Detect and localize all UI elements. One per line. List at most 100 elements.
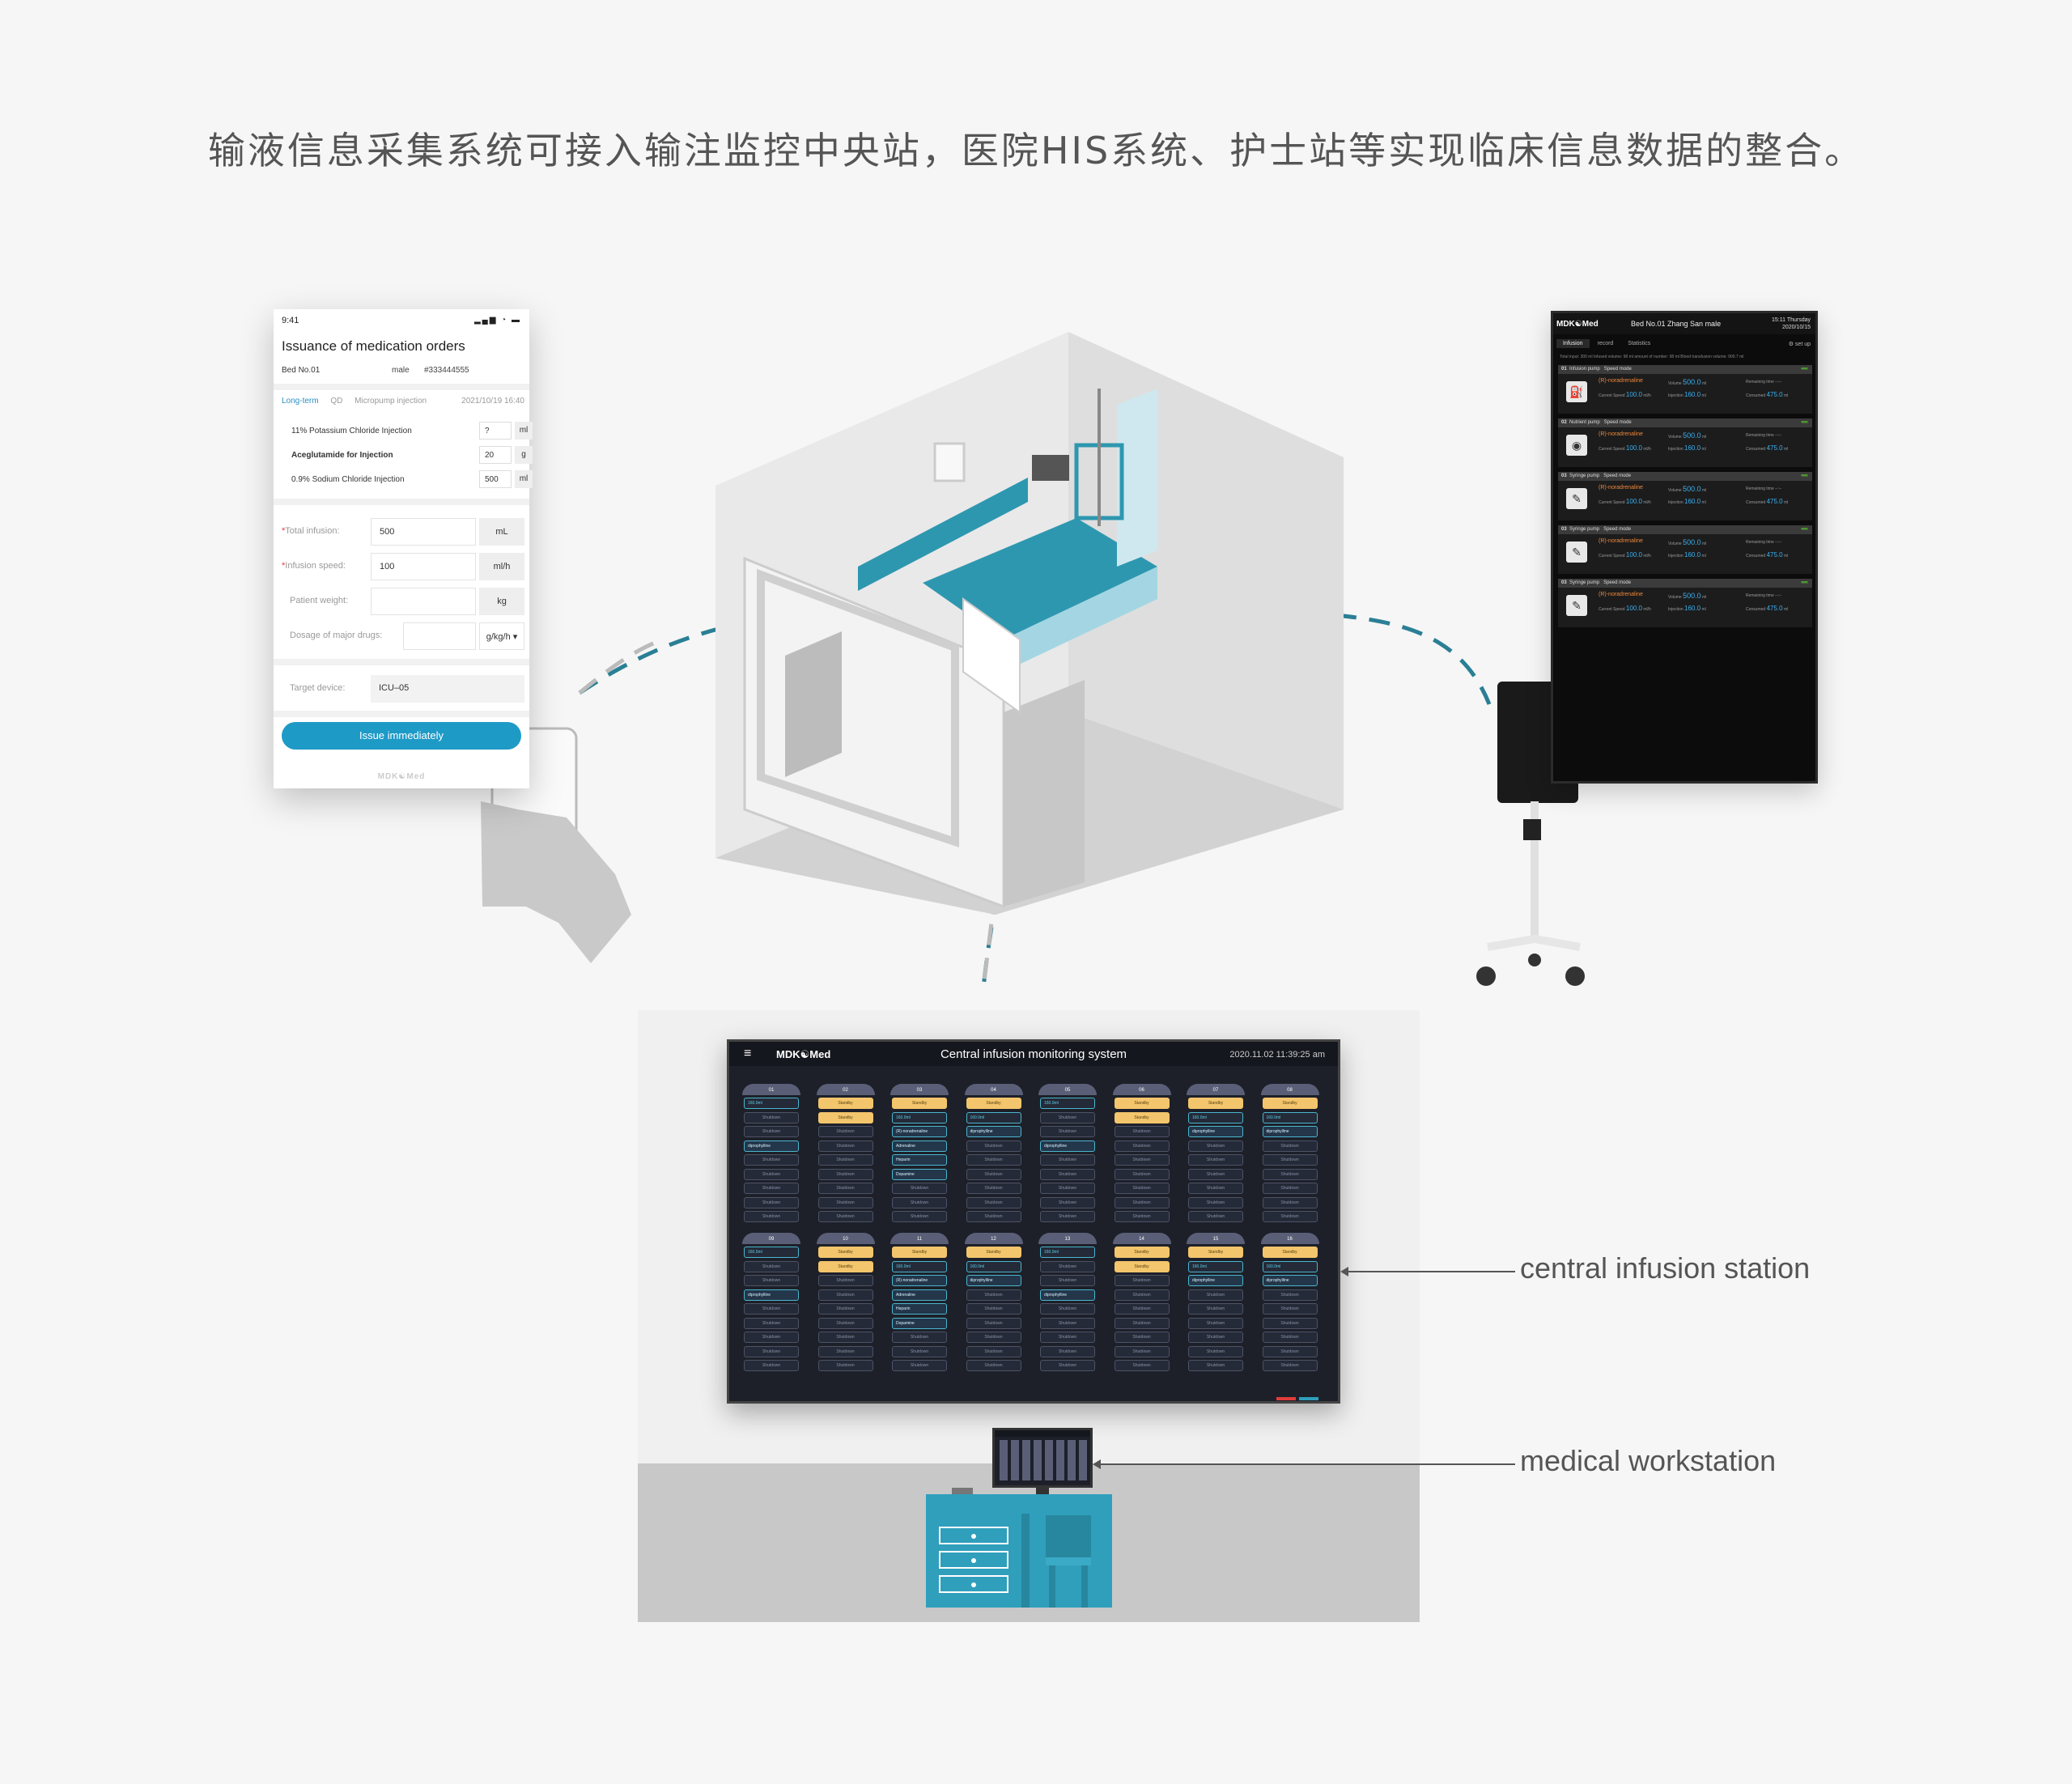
pump-type: Syringe pump bbox=[1569, 474, 1600, 478]
tab-micropump[interactable]: Micropump injection bbox=[355, 397, 427, 406]
pump-slot: Shutdown bbox=[1188, 1196, 1243, 1208]
target-device-input[interactable]: ICU–05 bbox=[371, 675, 524, 703]
bed-number: 14 bbox=[1112, 1233, 1171, 1244]
value: 100.0 bbox=[1625, 605, 1642, 612]
pump-slot: Shutdown bbox=[817, 1345, 873, 1357]
pump-slot: Shutdown bbox=[1114, 1332, 1170, 1343]
pump-card[interactable]: 03 Syringe pump Speed mode‹‹‹‹‹‹‹‹✎(R)-n… bbox=[1558, 525, 1812, 574]
pump-slot: Standby bbox=[1188, 1247, 1243, 1258]
tab-qd[interactable]: QD bbox=[330, 397, 343, 406]
consumed: Consumed 475.0 ml bbox=[1746, 391, 1788, 398]
pump-slot: Standby bbox=[1114, 1260, 1170, 1272]
pump-slot: diprophylline bbox=[966, 1126, 1021, 1137]
divider bbox=[274, 384, 529, 390]
dosage-input[interactable] bbox=[403, 622, 476, 650]
pump-card[interactable]: 02 Nutrient pump Speed mode‹‹‹‹‹‹‹‹◉(R)-… bbox=[1558, 418, 1812, 467]
pump-slot: (R)-noradrenaline bbox=[892, 1275, 947, 1286]
label: Consumed bbox=[1746, 500, 1766, 505]
menu-icon[interactable]: ≡ bbox=[744, 1047, 752, 1060]
volume: Volume 500.0 ml bbox=[1668, 592, 1706, 600]
patient-weight-input[interactable] bbox=[371, 588, 476, 615]
pump-slot: Shutdown bbox=[1114, 1289, 1170, 1301]
pump-slot: 160.0ml bbox=[892, 1111, 947, 1123]
unit: ml/h bbox=[1643, 393, 1651, 398]
value: 500.0 bbox=[1683, 538, 1701, 546]
drug-name: (R)-noradrenaline bbox=[1599, 538, 1643, 544]
pump-slot: Shutdown bbox=[744, 1360, 799, 1371]
tab-statistics[interactable]: Statistics bbox=[1628, 341, 1651, 346]
dosage-unit-select[interactable]: g/kg/h ▾ bbox=[479, 622, 524, 650]
infusion-speed-input[interactable]: 100 bbox=[371, 553, 476, 580]
pump-card[interactable]: 01 Infusion pump Speed mode‹‹‹‹‹‹‹‹⛽(R)-… bbox=[1558, 365, 1812, 414]
clock-date: 2020/10/15 bbox=[1781, 325, 1811, 330]
pump-slot: diprophylline bbox=[1040, 1289, 1095, 1301]
pump-slot: Shutdown bbox=[966, 1196, 1021, 1208]
pump-type: Syringe pump bbox=[1569, 527, 1600, 532]
pump-slot: Shutdown bbox=[744, 1345, 799, 1357]
label: Injection bbox=[1668, 393, 1684, 398]
pump-slot: Shutdown bbox=[1188, 1303, 1243, 1315]
drug-qty-input[interactable]: ? bbox=[479, 422, 512, 440]
brand-logo: MDK☯Med bbox=[1556, 320, 1599, 329]
pump-card[interactable]: 03 Syringe pump Speed mode‹‹‹‹‹‹‹‹✎(R)-n… bbox=[1558, 579, 1812, 627]
pump-slot: Shutdown bbox=[1188, 1154, 1243, 1166]
issue-immediately-button[interactable]: Issue immediately bbox=[282, 722, 521, 750]
tab-infusion[interactable]: Infusion bbox=[1556, 339, 1590, 348]
pump-slot: Standby bbox=[1114, 1098, 1170, 1109]
syringe-pump-icon: ✎ bbox=[1566, 595, 1587, 616]
pump-slot: Standby bbox=[1262, 1247, 1318, 1258]
pump-slot: Shutdown bbox=[1262, 1289, 1318, 1301]
pump-slot: Shutdown bbox=[966, 1168, 1021, 1180]
pump-slot: Shutdown bbox=[1188, 1332, 1243, 1343]
patient-weight-row: Patient weight: kg bbox=[282, 588, 524, 615]
setup-button[interactable]: ⚙ set up bbox=[1788, 342, 1811, 347]
pump-slot: diprophylline bbox=[1040, 1140, 1095, 1152]
drug-qty-input[interactable]: 500 bbox=[479, 470, 512, 488]
pump-slot: Standby bbox=[1114, 1111, 1170, 1123]
pump-slot: Shutdown bbox=[1262, 1211, 1318, 1222]
label: Current Speed bbox=[1599, 607, 1625, 612]
bed-number: 15 bbox=[1187, 1233, 1245, 1244]
unit: ml bbox=[1702, 381, 1707, 386]
total-infusion-input[interactable]: 500 bbox=[371, 518, 476, 546]
wall-display bbox=[1032, 455, 1069, 481]
remaining-time: Remaining time --:-- bbox=[1746, 433, 1782, 438]
pump-slot: Standby bbox=[892, 1098, 947, 1109]
current-speed: Current Speed 100.0 ml/h bbox=[1599, 391, 1651, 398]
pump-slot: Shutdown bbox=[817, 1126, 873, 1137]
tab-long-term[interactable]: Long-term bbox=[282, 397, 319, 406]
pump-slot: Shutdown bbox=[966, 1345, 1021, 1357]
pump-slot: Shutdown bbox=[817, 1317, 873, 1329]
pump-slot: Shutdown bbox=[892, 1211, 947, 1222]
pump-type: Nutrient pump bbox=[1569, 420, 1600, 425]
pump-header: 03 Syringe pump Speed mode‹‹‹‹‹‹‹‹ bbox=[1558, 472, 1812, 481]
infusion-speed-row: *Infusion speed: 100 ml/h bbox=[282, 553, 524, 580]
pump-slot: Shutdown bbox=[817, 1183, 873, 1194]
drug-qty-input[interactable]: 20 bbox=[479, 446, 512, 464]
pump-slot: Shutdown bbox=[1262, 1303, 1318, 1315]
bed-number: 12 bbox=[964, 1233, 1023, 1244]
label: Consumed bbox=[1746, 393, 1766, 398]
pump-card[interactable]: 03 Syringe pump Speed mode‹‹‹‹‹‹‹‹✎(R)-n… bbox=[1558, 472, 1812, 520]
tab-record[interactable]: record bbox=[1597, 341, 1614, 346]
field-label: Infusion speed: bbox=[285, 561, 346, 571]
pump-mode: Speed mode bbox=[1603, 420, 1632, 425]
callout-central-infusion-station: central infusion station bbox=[1520, 1251, 1811, 1285]
callout-line-central bbox=[1345, 1271, 1515, 1272]
